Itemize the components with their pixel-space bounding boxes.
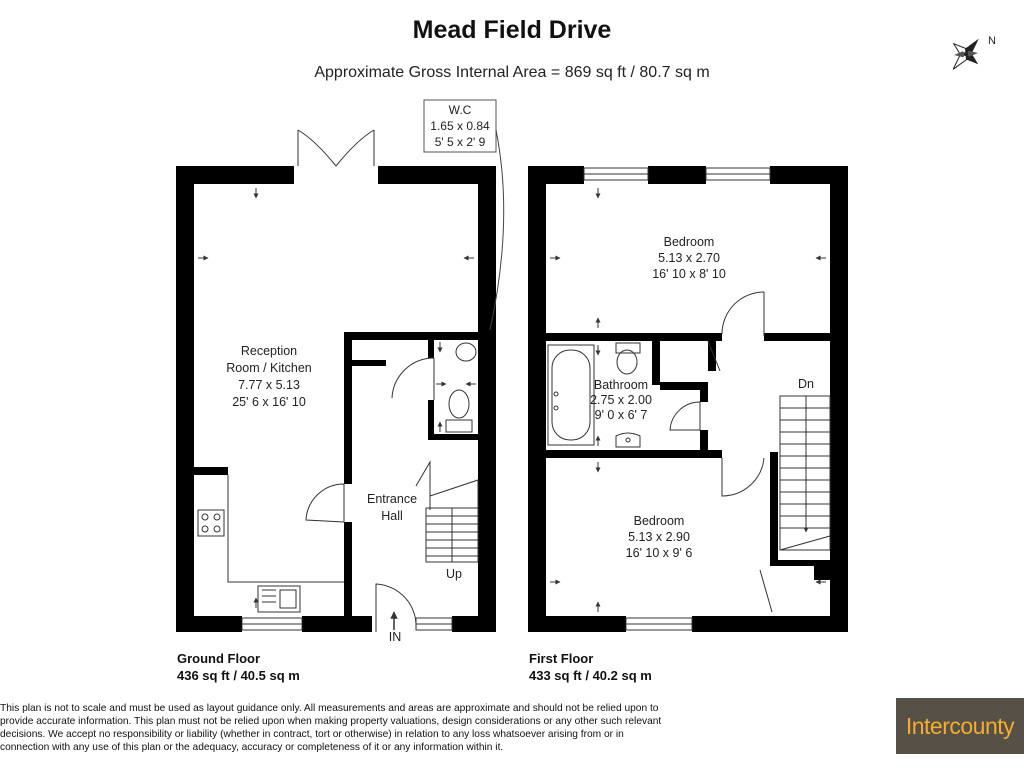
intercounty-logo: Intercounty [896,698,1024,754]
wc-metric: 1.65 x 0.84 [430,119,490,133]
wc-door-swing [391,357,435,400]
bathroom-metric: 2.75 x 2.00 [590,393,652,407]
disclaimer-line: connection with any use of this plan or … [0,742,504,753]
logo-text: Intercounty [905,712,1015,739]
bathroom-fixtures [547,342,641,448]
reception-imperial: 25' 6 x 16' 10 [232,395,306,409]
ground-outer-walls [176,166,496,632]
disclaimer-line: This plan is not to scale and must be us… [0,703,659,714]
bedroom-bottom-imperial: 16' 10 x 9' 6 [626,546,693,560]
ground-interior-walls [194,332,496,632]
first-windows [583,167,771,631]
stairs-down [779,395,831,551]
reception-name-1: Reception [241,344,297,358]
first-outer-walls [528,166,848,632]
disclaimer: This plan is not to scale and must be us… [0,702,770,754]
hall-door-swing [305,483,345,523]
first-floor-name: First Floor [529,651,594,666]
compass-north-label: N [988,35,996,47]
ground-floor-caption: Ground Floor 436 sq ft / 40.5 sq m [177,650,300,684]
stairs-down-label: Dn [798,377,814,391]
entrance-hall-line1: Entrance [367,492,417,506]
first-interior-walls [546,333,830,580]
first-floor-plan: Bedroom 5.13 x 2.70 16' 10 x 8' 10 Bathr… [528,166,848,632]
bathroom-name: Bathroom [594,378,648,392]
disclaimer-line: provide accurate information. This plan … [0,716,662,727]
front-door-swing [375,583,417,632]
bedroom-top-metric: 5.13 x 2.70 [658,251,720,265]
first-door-swings [669,291,773,613]
bedroom-top-imperial: 16' 10 x 8' 10 [652,267,726,281]
ground-windows [241,617,453,631]
french-doors [297,129,375,167]
floor-plan-drawing: W.C 1.65 x 0.84 5' 5 x 2' 9 Reception Ro… [176,35,996,644]
ground-floor-name: Ground Floor [177,651,261,666]
gross-area: Approximate Gross Internal Area = 869 sq… [314,64,710,81]
reception-dimension-arrows [198,188,476,608]
entrance-hall-line2: Hall [381,509,403,523]
bedroom-top-name: Bedroom [664,235,715,249]
wc-fixtures [445,342,477,433]
wc-callout: W.C 1.65 x 0.84 5' 5 x 2' 9 [423,99,505,331]
first-floor-area: 433 sq ft / 40.2 sq m [529,668,652,683]
bedroom-bottom-name: Bedroom [634,514,685,528]
kitchen-worktop [197,475,344,613]
entrance-in-label: IN [389,630,402,644]
reception-metric: 7.77 x 5.13 [238,378,300,392]
bathroom-imperial: 9' 0 x 6' 7 [595,408,648,422]
stairs-up [415,460,479,563]
wc-name: W.C [449,103,472,117]
first-dimension-arrows [550,188,826,612]
ground-floor-area: 436 sq ft / 40.5 sq m [177,668,300,683]
plan-title: Mead Field Drive [412,16,612,44]
first-floor-caption: First Floor 433 sq ft / 40.2 sq m [529,650,652,684]
ground-floor-plan: W.C 1.65 x 0.84 5' 5 x 2' 9 Reception Ro… [176,99,505,644]
stairs-up-label: Up [446,567,462,581]
reception-name-2: Room / Kitchen [226,361,312,375]
bedroom-bottom-metric: 5.13 x 2.90 [628,530,690,544]
disclaimer-line: decisions. We accept no responsibility o… [0,729,624,740]
wc-imperial: 5' 5 x 2' 9 [435,135,486,149]
compass-rose-icon: N [952,35,996,70]
